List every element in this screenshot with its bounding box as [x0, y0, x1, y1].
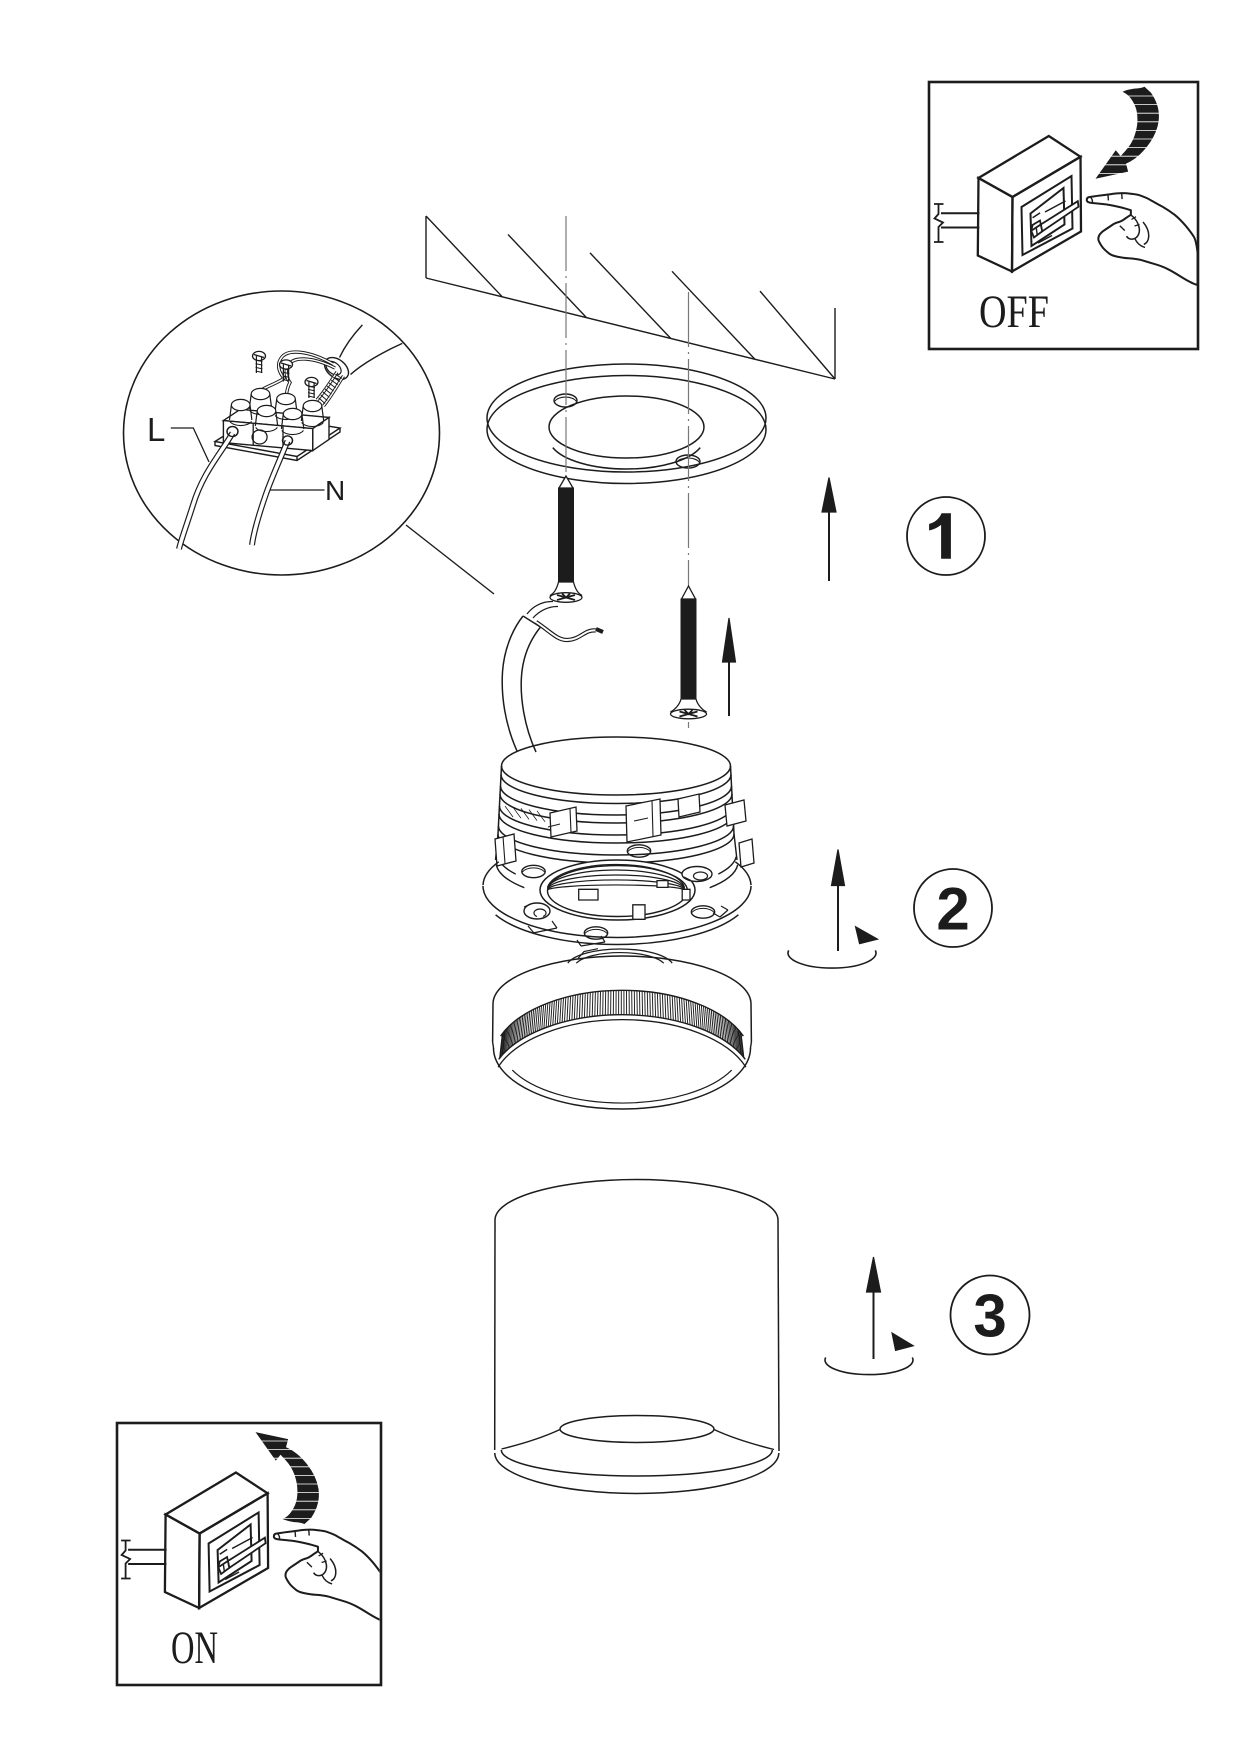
svg-text:3: 3: [973, 1283, 1006, 1350]
svg-text:L: L: [147, 411, 165, 448]
svg-text:N: N: [325, 475, 345, 506]
svg-text:ON: ON: [171, 1622, 218, 1674]
svg-text:2: 2: [936, 876, 969, 943]
svg-text:OFF: OFF: [979, 286, 1049, 338]
